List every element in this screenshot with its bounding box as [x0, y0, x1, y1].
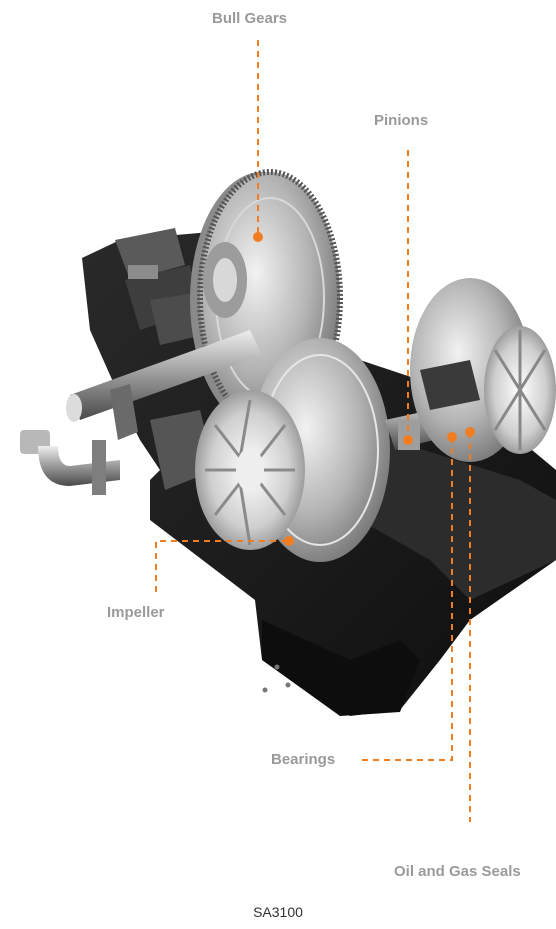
- callout-line-bearings: [362, 437, 453, 761]
- callout-dot-bull-gears: [253, 232, 263, 242]
- inlet-pipe-icon: [20, 410, 215, 495]
- callout-dots: [253, 232, 475, 546]
- callout-lines: [155, 40, 471, 822]
- label-impeller: Impeller: [107, 604, 165, 621]
- callout-line-impeller: [155, 540, 289, 592]
- main-shaft-icon: [66, 330, 262, 440]
- label-oil-and-gas-seals: Oil and Gas Seals: [394, 863, 521, 880]
- right-impeller-icon: [410, 278, 556, 462]
- model-caption: SA3100: [253, 904, 303, 920]
- callout-dot-pinions: [403, 435, 413, 445]
- label-pinions: Pinions: [374, 112, 429, 129]
- callout-dot-oil-gas-seals: [465, 427, 475, 437]
- label-bearings: Bearings: [271, 751, 336, 768]
- label-bull-gears: Bull Gears: [212, 10, 288, 27]
- callout-dot-impeller: [284, 536, 294, 546]
- impeller-icon: [195, 390, 305, 550]
- callout-dot-bearings: [447, 432, 457, 442]
